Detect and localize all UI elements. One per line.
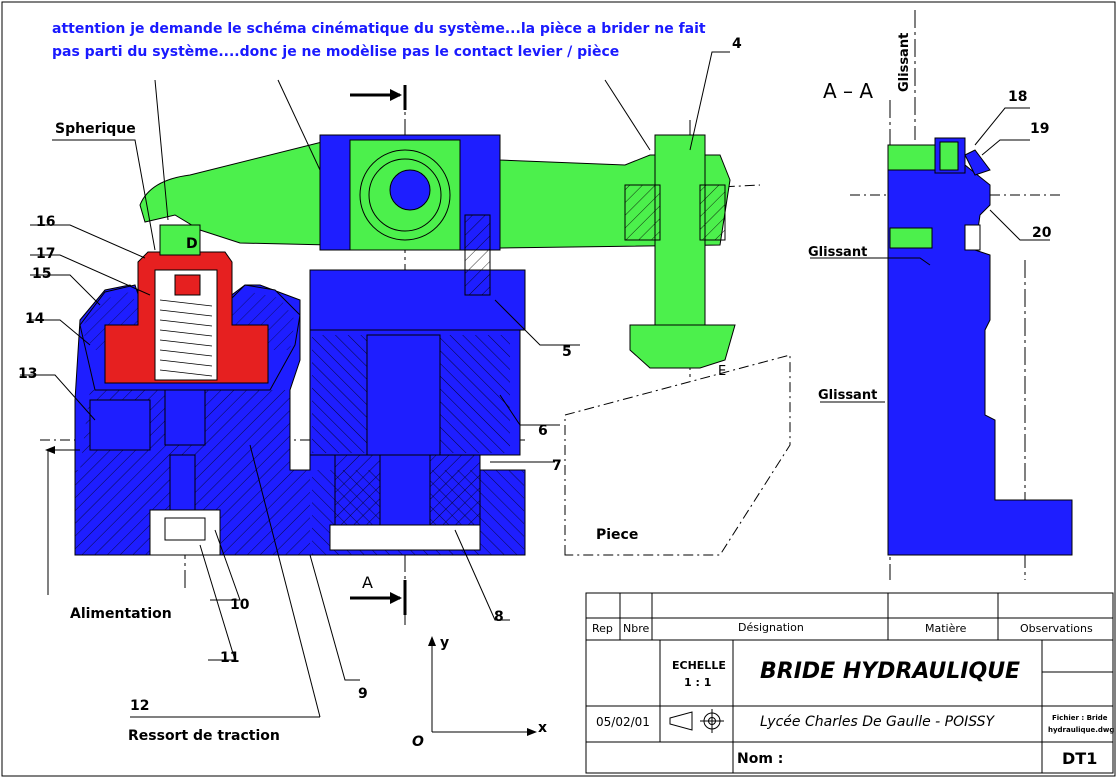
col-observations: Observations (1020, 622, 1093, 635)
coordinate-axes: y x O (412, 635, 547, 750)
screw-head (629, 324, 736, 369)
col-rep: Rep (592, 622, 613, 635)
part-9: 9 (358, 686, 368, 702)
part-12: 12 (130, 698, 149, 714)
doc-ref: DT1 (1062, 749, 1097, 768)
drawing-date: 05/02/01 (596, 715, 650, 729)
label-glissant-middle: Glissant (808, 245, 867, 260)
axis-origin-label: O (412, 734, 424, 750)
echelle-value: 1 : 1 (684, 676, 711, 689)
section-view: A – A (823, 10, 1073, 580)
part-15: 15 (32, 266, 51, 282)
point-d: D (186, 236, 198, 252)
part-5: 5 (562, 344, 572, 360)
main-view: A D E (40, 85, 791, 625)
echelle-label: ECHELLE (672, 659, 726, 672)
school-name: Lycée Charles De Gaulle - POISSY (760, 714, 996, 730)
label-ressort: Ressort de traction (128, 728, 280, 744)
part-13: 13 (18, 366, 37, 382)
piece-outline (564, 354, 791, 556)
part-17: 17 (36, 246, 55, 262)
part-16: 16 (36, 214, 55, 230)
part-14: 14 (25, 311, 45, 327)
part-8: 8 (494, 609, 504, 625)
section-marker-a: A (362, 573, 373, 592)
label-glissant-bottom: Glissant (818, 388, 877, 403)
axis-y-label: y (440, 635, 449, 651)
label-glissant-top: Glissant (897, 33, 912, 92)
annotation-line-1: attention je demande le schéma cinématiq… (52, 21, 706, 37)
file-name-2: hydraulique.dwg (1048, 726, 1114, 734)
annotation-line-2: pas parti du système....donc je ne modèl… (52, 44, 619, 60)
part-11: 11 (220, 650, 239, 666)
axis-x-label: x (538, 720, 547, 736)
label-alimentation: Alimentation (70, 606, 172, 622)
part-4: 4 (732, 36, 742, 52)
section-label: A – A (823, 79, 873, 103)
nom-label: Nom : (737, 751, 783, 767)
part-18: 18 (1008, 89, 1027, 105)
col-matiere: Matière (925, 622, 967, 635)
part-6: 6 (538, 423, 548, 439)
point-e: E (718, 364, 726, 379)
part-7: 7 (552, 458, 562, 474)
drawing-title: BRIDE HYDRAULIQUE (760, 659, 1020, 684)
part-10: 10 (230, 597, 250, 613)
col-designation: Désignation (738, 621, 804, 634)
col-nbre: Nbre (623, 622, 649, 635)
title-block (585, 592, 1114, 774)
file-name-1: Fichier : Bride (1052, 714, 1108, 722)
label-spherique: Spherique (55, 121, 136, 137)
part-20: 20 (1032, 225, 1052, 241)
part-19: 19 (1030, 121, 1049, 137)
screw-4 (654, 134, 706, 326)
label-piece: Piece (596, 527, 638, 543)
